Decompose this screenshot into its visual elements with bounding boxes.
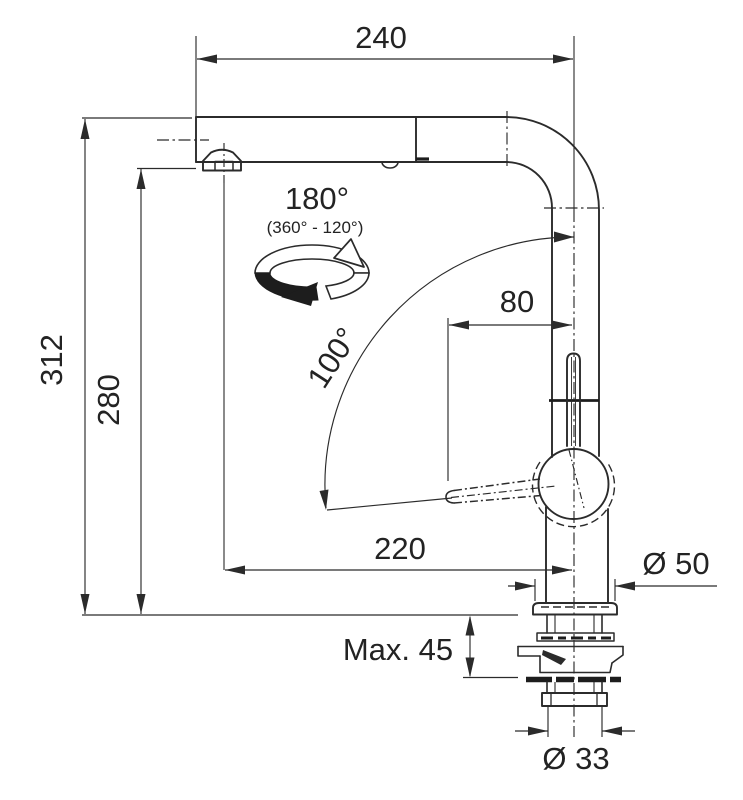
swivel-annotation: 180° (360° - 120°) <box>254 181 370 306</box>
dim-312-label: 312 <box>34 334 69 386</box>
spout-outer-profile <box>195 116 600 457</box>
rotation-icon <box>254 238 370 306</box>
dimension-diameter-50: Ø 50 <box>508 546 717 601</box>
dim-80-label: 80 <box>500 284 534 319</box>
lever-rod-inner-lines <box>571 357 576 446</box>
lever-angle-arc: 100° <box>300 231 575 511</box>
dimension-280: 280 <box>91 167 196 614</box>
clamp-wedge <box>542 650 566 665</box>
aerator-dome <box>202 148 242 172</box>
swivel-angle-label: 180° <box>285 181 349 216</box>
lever-angle-label: 100° <box>300 321 364 394</box>
shank-upper <box>546 614 603 634</box>
lever-handle-centerline <box>450 485 557 499</box>
lever-handle-bottom-edge <box>453 494 542 504</box>
shank-lower <box>546 681 603 694</box>
dimension-max-45: Max. 45 <box>343 615 518 679</box>
spray-button <box>381 161 399 169</box>
dimension-diameter-33: Ø 33 <box>515 707 635 776</box>
dim-50-label: Ø 50 <box>642 546 709 581</box>
dimension-80: 80 <box>447 284 572 481</box>
dim-240-label: 240 <box>355 20 407 55</box>
dim-280-label: 280 <box>91 374 126 426</box>
lever-handle-top-edge <box>453 478 541 492</box>
lever-handle-tip <box>445 489 455 504</box>
swivel-note-label: (360° - 120°) <box>267 218 364 237</box>
dimension-220: 220 <box>225 531 572 575</box>
hex-nut-flats <box>550 693 598 706</box>
shank-upper-inner <box>554 615 595 633</box>
sphere-axis-line <box>568 449 585 509</box>
mounting-clamp <box>517 645 624 674</box>
dimension-312: 312 <box>34 117 518 616</box>
base-flange <box>532 602 618 616</box>
dim-max45-label: Max. 45 <box>343 632 453 667</box>
spout-inner-profile <box>195 161 553 458</box>
lever-rod <box>566 352 581 447</box>
dim-33-label: Ø 33 <box>542 741 609 776</box>
washer-plate <box>536 632 615 642</box>
lower-column <box>545 506 609 604</box>
dimension-240: 240 <box>195 20 573 116</box>
faucet-outline <box>157 36 624 737</box>
dim-220-label: 220 <box>374 531 426 566</box>
shank-lower-inner <box>554 682 595 693</box>
